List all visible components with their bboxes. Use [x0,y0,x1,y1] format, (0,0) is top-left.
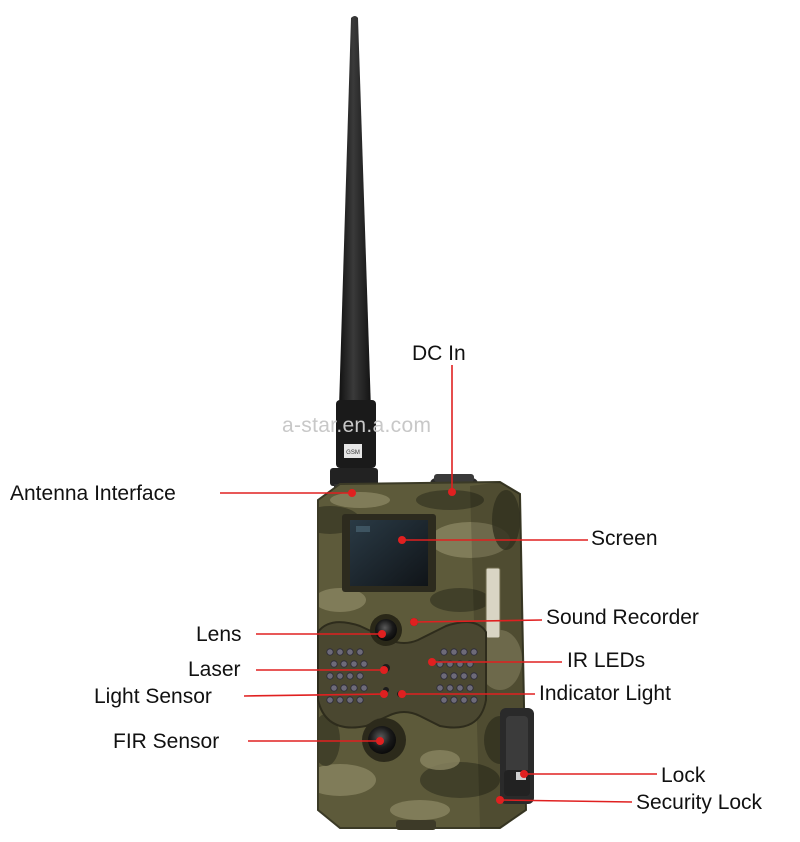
label-laser: Laser [188,658,241,681]
label-screen: Screen [591,527,658,550]
leader-dot-fir-sensor [376,737,384,745]
camo-blotch [420,750,460,770]
camo-blotch [390,800,450,820]
ir-led [470,672,478,680]
label-lock: Lock [661,764,706,787]
leader-dot-sound-recorder [410,618,418,626]
ir-led [346,672,354,680]
camo-blotch [420,762,500,798]
leader-dot-dc-in [448,488,456,496]
lens [370,614,402,646]
ir-led [326,672,334,680]
lock-latch [500,708,534,804]
ir-led [440,672,448,680]
label-security-lock: Security Lock [636,791,763,814]
ir-led [460,696,468,704]
ir-led [360,684,368,692]
ir-led [346,648,354,656]
ir-led [470,648,478,656]
leader-line-sound-recorder [413,619,543,623]
antenna-tag-text: GSM [346,450,360,456]
leader-dot-antenna-interface [348,489,356,497]
label-indicator-light: Indicator Light [539,682,671,705]
ir-led [450,696,458,704]
camo-blotch [492,490,520,550]
fir-sensor [362,718,406,762]
camo-blotch [318,588,366,612]
leader-dot-indicator-light [398,690,406,698]
ir-led [326,696,334,704]
leader-dot-light-sensor [380,690,388,698]
label-fir-sensor: FIR Sensor [113,730,220,753]
ir-led [330,684,338,692]
camo-blotch [430,588,490,612]
leader-dot-security-lock [496,796,504,804]
label-ir-leds: IR LEDs [567,649,646,672]
leader-dot-lock [520,770,528,778]
ir-led [460,672,468,680]
ir-led [350,660,358,668]
ir-led [466,684,474,692]
ir-led [336,648,344,656]
ir-led [326,648,334,656]
ir-panel [317,621,487,729]
leader-dot-lens [378,630,386,638]
camo-blotch [330,492,390,508]
ir-led-array [326,648,478,704]
ir-led [356,672,364,680]
ir-led [350,684,358,692]
ir-led [456,684,464,692]
ir-led [360,660,368,668]
label-dc-in: DC In [412,342,466,365]
leader-dot-ir-leds [428,658,436,666]
leader-dot-screen [398,536,406,544]
leader-line-light-sensor [243,693,385,697]
leader-dot-laser [380,666,388,674]
side-slot [485,567,501,639]
ir-led [346,696,354,704]
camo-blotch [416,490,484,510]
ir-led [460,648,468,656]
ir-led [440,648,448,656]
ir-led [356,696,364,704]
ir-led [336,696,344,704]
antenna-tag [344,444,362,458]
ir-led [356,648,364,656]
label-sound-recorder: Sound Recorder [546,606,699,629]
ir-led [330,660,338,668]
camo-blotch [318,764,376,796]
ir-led [446,684,454,692]
ir-led [340,684,348,692]
ir-led [336,672,344,680]
label-light-sensor: Light Sensor [94,685,212,708]
lcd-screen [342,514,436,592]
leader-lines [220,365,657,804]
watermark: a-star.en.a.com [282,414,432,437]
label-antenna-interface: Antenna Interface [10,482,176,505]
ir-led [450,672,458,680]
ir-led [436,684,444,692]
ir-led [340,660,348,668]
label-lens: Lens [196,623,242,646]
camo-blotch [478,630,522,690]
ir-led [450,648,458,656]
ir-led [440,696,448,704]
ir-led [470,696,478,704]
leader-line-security-lock [499,799,633,803]
